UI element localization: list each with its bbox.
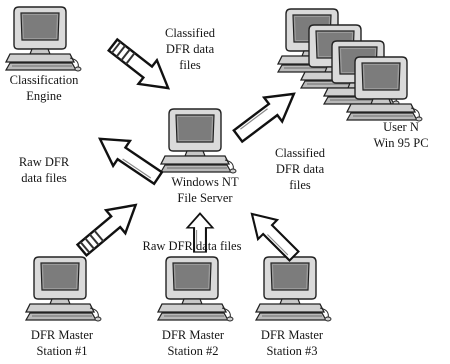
master-3-label-2: Station #3 (266, 344, 317, 358)
flow-classified-label-3: files (179, 58, 201, 72)
arrow-server-to-engine (90, 125, 168, 192)
master-1-label-1: DFR Master (31, 328, 94, 342)
master-2-label-1: DFR Master (162, 328, 225, 342)
master-3-label-1: DFR Master (261, 328, 324, 342)
arrow-master1-to-server (71, 192, 147, 263)
user-pc-label-2: Win 95 PC (373, 136, 428, 150)
arrow-server-to-user (227, 80, 305, 150)
flow-raw-bottom-label: Raw DFR data files (143, 239, 242, 253)
flow-classified-label-2: DFR data (166, 42, 215, 56)
file-server-computer (160, 108, 237, 174)
user-pc-label-1: User N (383, 120, 419, 134)
classification-engine-computer (5, 6, 82, 72)
dfr-master-station-3-computer (255, 256, 332, 322)
master-2-label-2: Station #2 (167, 344, 218, 358)
classification-engine-label-1: Classification (10, 73, 79, 87)
flow-classified-label-1: Classified (165, 26, 216, 40)
file-server-label-2: File Server (177, 191, 233, 205)
dfr-master-station-1-computer (25, 256, 102, 322)
master-1-label-2: Station #1 (36, 344, 87, 358)
flow-classified-right-label-3: files (289, 178, 311, 192)
flow-raw-left-label-2: data files (21, 171, 67, 185)
flow-classified-right-label-1: Classified (275, 146, 326, 160)
file-server-label-1: Windows NT (171, 175, 239, 189)
dfr-master-station-2-computer (157, 256, 234, 322)
user-pc-n (346, 56, 423, 122)
classification-engine-label-2: Engine (26, 89, 62, 103)
flow-raw-left-label-1: Raw DFR (19, 155, 70, 169)
flow-classified-right-label-2: DFR data (276, 162, 325, 176)
